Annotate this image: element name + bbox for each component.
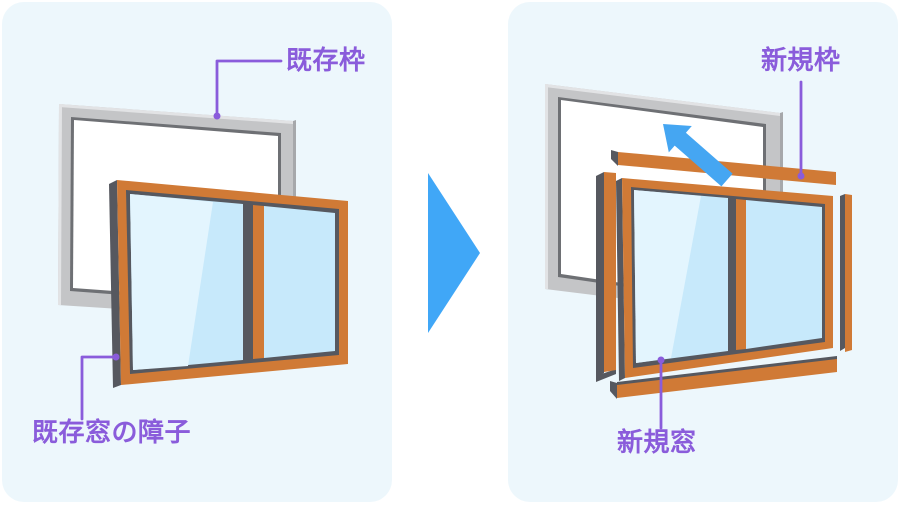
glass-pane-right — [264, 206, 335, 358]
new-frame-bottom-rail — [617, 359, 837, 398]
install-arrow-icon — [663, 124, 733, 187]
glass-pane-right — [746, 200, 822, 349]
new-window-label: 新規窓 — [617, 428, 697, 458]
left-rail-bottom-cap — [596, 369, 616, 382]
new-window-illustration — [545, 80, 852, 430]
existing-window-panel: 既存枠 既存窓の障子 — [2, 2, 392, 502]
existing-frame-left-highlight — [545, 84, 548, 289]
top-rail-end-cap — [611, 150, 618, 166]
new-window — [616, 178, 833, 381]
right-rail-side-depth — [840, 194, 845, 351]
existing-frame-left-highlight — [58, 104, 62, 305]
bottom-rail-end-cap — [610, 381, 617, 399]
new-frame-label: 新規枠 — [761, 46, 841, 76]
mullion — [736, 199, 746, 350]
leader-dot-existing-sash — [112, 353, 120, 361]
leader-line-existing-sash — [80, 355, 117, 421]
existing-frame-label: 既存枠 — [286, 46, 366, 76]
transition-arrow-icon — [428, 173, 480, 333]
mullion-shadow — [728, 198, 736, 351]
existing-window-illustration — [58, 59, 348, 421]
new-frame-right-rail — [845, 194, 852, 352]
new-frame-rails — [596, 150, 852, 399]
existing-frame-top-highlight — [545, 84, 780, 116]
leader-dot-new-frame — [797, 172, 805, 180]
existing-frame-top-highlight — [59, 104, 293, 124]
existing-sash-label: 既存窓の障子 — [32, 418, 192, 448]
transition-arrow-shape — [428, 173, 480, 333]
leader-dot-new-window — [657, 356, 665, 364]
mullion — [253, 205, 264, 359]
left-rail-side-depth — [596, 172, 604, 378]
leader-dot-existing-frame — [213, 112, 221, 120]
leader-line-existing-frame — [215, 59, 283, 117]
sash-left-depth — [109, 180, 121, 388]
new-frame-top-rail — [618, 152, 836, 185]
mullion-shadow — [243, 204, 253, 360]
window-left-depth — [616, 178, 625, 381]
glass-highlight — [130, 194, 213, 370]
new-frame-left-rail — [604, 172, 616, 372]
existing-sash — [109, 180, 348, 388]
new-window-panel: 新規枠 新規窓 — [508, 2, 898, 502]
glass-highlight — [634, 190, 701, 363]
